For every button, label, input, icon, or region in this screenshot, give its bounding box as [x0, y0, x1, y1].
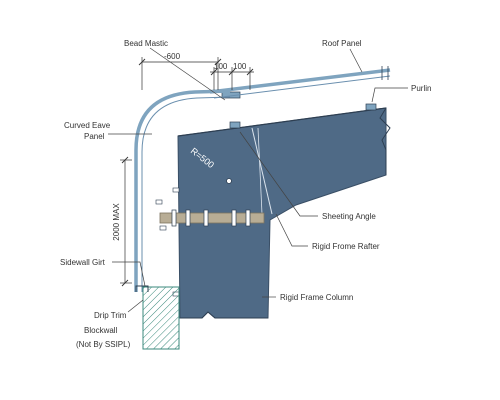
curved-eave-panel: [134, 89, 231, 292]
label-curved-eave: Curved Eave: [64, 121, 111, 130]
sidewall-girt-beam: [159, 212, 265, 224]
dim-spacing-1: 100: [214, 62, 228, 71]
column-web-line: [257, 127, 263, 215]
blockwall: [142, 286, 180, 350]
label-bead-mastic: Bead Mastic: [124, 39, 168, 48]
dim-max-height: 2000 MAX: [112, 203, 121, 241]
rafter-break: [379, 107, 391, 175]
dimension-lines: [120, 57, 254, 284]
haunch-bolt: [226, 178, 232, 184]
label-rigid-frame-rafter: Rigid Frome Rafter: [312, 242, 380, 251]
drip-trim: [135, 285, 149, 292]
roof-panel-end: [381, 66, 389, 80]
roof-panel: [209, 68, 391, 94]
column-fixings: [155, 187, 180, 297]
label-sheeting-angle: Sheeting Angle: [322, 212, 376, 221]
label-drip-trim: Drip Trim: [94, 311, 127, 320]
column-break: [180, 311, 268, 319]
dimension-ticks: [121, 58, 254, 287]
label-not-by: (Not By SSIPL): [76, 340, 131, 349]
leader-lines: [108, 47, 408, 313]
label-rigid-frame-column: Rigid Frame Column: [280, 293, 353, 302]
label-roof-panel: Roof Panel: [322, 39, 362, 48]
dim-spacing-2: 100: [233, 62, 247, 71]
curved-eave-panel-inner: [141, 96, 231, 292]
label-purlin: Purlin: [411, 84, 431, 93]
rafter-top-flange: [177, 107, 387, 137]
label-sidewall-girt: Sidewall Girt: [60, 258, 106, 267]
purlin-clips: [221, 91, 377, 129]
roof-panel-inner: [213, 75, 391, 99]
label-curved-eave-panel: Panel: [84, 132, 105, 141]
label-blockwall: Blockwall: [84, 326, 118, 335]
rafter-web-line: [251, 127, 273, 215]
dim-overall: -600: [164, 52, 181, 61]
girt-bolts: [171, 209, 251, 227]
